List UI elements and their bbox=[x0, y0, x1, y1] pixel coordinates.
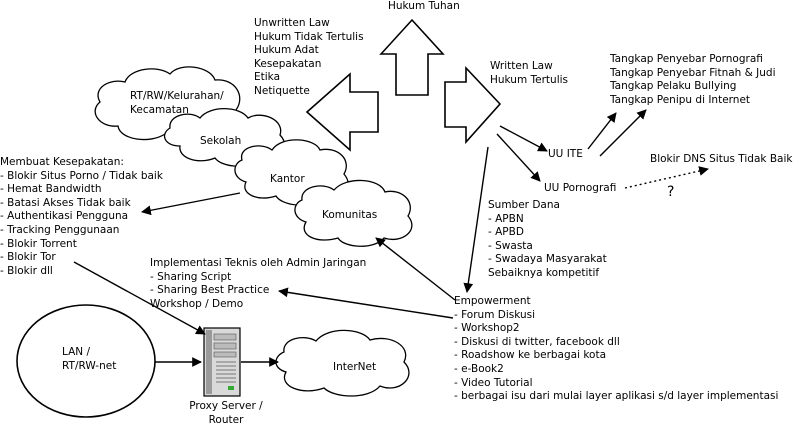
label-cloud-kantor: Kantor bbox=[270, 173, 305, 185]
label-hukum-tuhan: Hukum Tuhan bbox=[388, 0, 460, 12]
left-block-arrow bbox=[305, 72, 379, 152]
line: Tangkap Pelaku Bullying bbox=[610, 80, 737, 93]
line: - Video Tutorial bbox=[454, 376, 533, 389]
label-proxy-server: Proxy Server / Router bbox=[186, 400, 266, 427]
line: - Hemat Bandwidth bbox=[0, 183, 102, 196]
server-icon bbox=[203, 327, 241, 397]
arrow-ite-to-actions-1 bbox=[587, 112, 617, 150]
arrow-porno-to-dns bbox=[624, 166, 709, 189]
line: Netiquette bbox=[254, 84, 310, 97]
line: - Swadaya Masyarakat bbox=[488, 253, 607, 266]
line: RT/RW-net bbox=[62, 359, 117, 372]
text-implementasi: Implementasi Teknis oleh Admin Jaringan … bbox=[150, 257, 366, 311]
arrow-written-to-uu-porno bbox=[496, 133, 541, 182]
line: Router bbox=[208, 413, 244, 426]
line: - Sharing Script bbox=[150, 270, 232, 283]
line: - Batasi Akses Tidak baik bbox=[0, 196, 131, 209]
line: Etika bbox=[254, 71, 280, 84]
line: - Workshop2 bbox=[454, 322, 520, 335]
line: Tangkap Penyebar Pornografi bbox=[610, 53, 763, 65]
arrow-empowerment-to-komunitas bbox=[375, 237, 456, 301]
line: - APBD bbox=[488, 226, 524, 239]
label-uu-ite: UU ITE bbox=[548, 148, 583, 160]
line: - Roadshow ke berbagai kota bbox=[454, 349, 607, 362]
text-written-law: Written Law Hukum Tertulis bbox=[490, 60, 568, 87]
line: - Tracking Penggunaan bbox=[0, 223, 120, 236]
label-cloud-internet: InterNet bbox=[333, 361, 377, 373]
line: Sebaiknya kompetitif bbox=[488, 266, 600, 279]
line: Workshop / Demo bbox=[150, 297, 244, 310]
line: RT/RW/Kelurahan/ bbox=[130, 90, 224, 102]
line: Hukum Tidak Tertulis bbox=[254, 30, 364, 43]
arrow-written-to-uu-ite bbox=[499, 125, 548, 152]
line: - Blokir Situs Porno / Tidak baik bbox=[0, 169, 163, 182]
text-sumber-dana: Sumber Dana - APBN - APBD - Swasta - Swa… bbox=[488, 199, 607, 281]
arrow-kantor-to-kesepakatan bbox=[141, 192, 241, 216]
line: Empowerment bbox=[454, 295, 531, 307]
label-cloud-komunitas: Komunitas bbox=[322, 209, 378, 221]
label-question-mark: ? bbox=[667, 184, 675, 200]
line: Tangkap Penipu di Internet bbox=[610, 93, 751, 106]
line: Sumber Dana bbox=[488, 199, 560, 211]
label-cloud-rtrw: RT/RW/Kelurahan/ Kecamatan bbox=[130, 90, 224, 117]
cloud-komunitas bbox=[294, 179, 413, 247]
arrow-written-to-empowerment bbox=[463, 146, 489, 293]
line: - Forum Diskusi bbox=[454, 308, 536, 321]
line: - Authentikasi Pengguna bbox=[0, 210, 129, 223]
line: Kecamatan bbox=[130, 103, 189, 116]
right-block-arrow bbox=[444, 65, 502, 145]
text-unwritten-law: Unwritten Law Hukum Tidak Tertulis Hukum… bbox=[254, 17, 364, 99]
line: LAN / bbox=[62, 346, 91, 358]
label-blokir-dns: Blokir DNS Situs Tidak Baik bbox=[650, 153, 793, 165]
line: - Diskusi di twitter, facebook dll bbox=[454, 335, 620, 348]
line: - Sharing Best Practice bbox=[150, 284, 270, 297]
line: - e-Book2 bbox=[454, 362, 504, 375]
label-uu-pornografi: UU Pornografi bbox=[544, 182, 617, 194]
line: - Blokir Tor bbox=[0, 251, 56, 264]
lan-circle bbox=[16, 304, 156, 418]
line: Membuat Kesepakatan: bbox=[0, 156, 124, 168]
line: Proxy Server / bbox=[189, 400, 263, 412]
line: Hukum Tertulis bbox=[490, 73, 569, 86]
line: - Blokir Torrent bbox=[0, 237, 77, 250]
line: Unwritten Law bbox=[254, 17, 330, 29]
arrow-ite-to-actions-2 bbox=[599, 109, 647, 157]
line: Hukum Adat bbox=[254, 44, 319, 57]
line: Kesepakatan bbox=[254, 57, 322, 70]
line: - APBN bbox=[488, 212, 524, 225]
label-lan: LAN / RT/RW-net bbox=[62, 346, 116, 373]
up-block-arrow bbox=[379, 18, 445, 96]
text-kesepakatan: Membuat Kesepakatan: - Blokir Situs Porn… bbox=[0, 156, 163, 278]
line: - berbagai isu dari mulai layer aplikasi… bbox=[454, 390, 779, 403]
line: - Blokir dll bbox=[0, 264, 53, 277]
line: Implementasi Teknis oleh Admin Jaringan bbox=[150, 257, 367, 269]
label-cloud-sekolah: Sekolah bbox=[200, 135, 242, 147]
line: Tangkap Penyebar Fitnah & Judi bbox=[610, 66, 776, 79]
line: Written Law bbox=[490, 60, 553, 72]
line: - Swasta bbox=[488, 239, 533, 252]
cloud-internet bbox=[275, 329, 410, 397]
text-empowerment: Empowerment - Forum Diskusi - Workshop2 … bbox=[454, 295, 778, 404]
text-actions: Tangkap Penyebar Pornografi Tangkap Peny… bbox=[610, 53, 776, 107]
arrow-kesepakatan-to-proxy bbox=[73, 261, 206, 335]
arrow-empowerment-to-implementasi bbox=[278, 287, 454, 319]
